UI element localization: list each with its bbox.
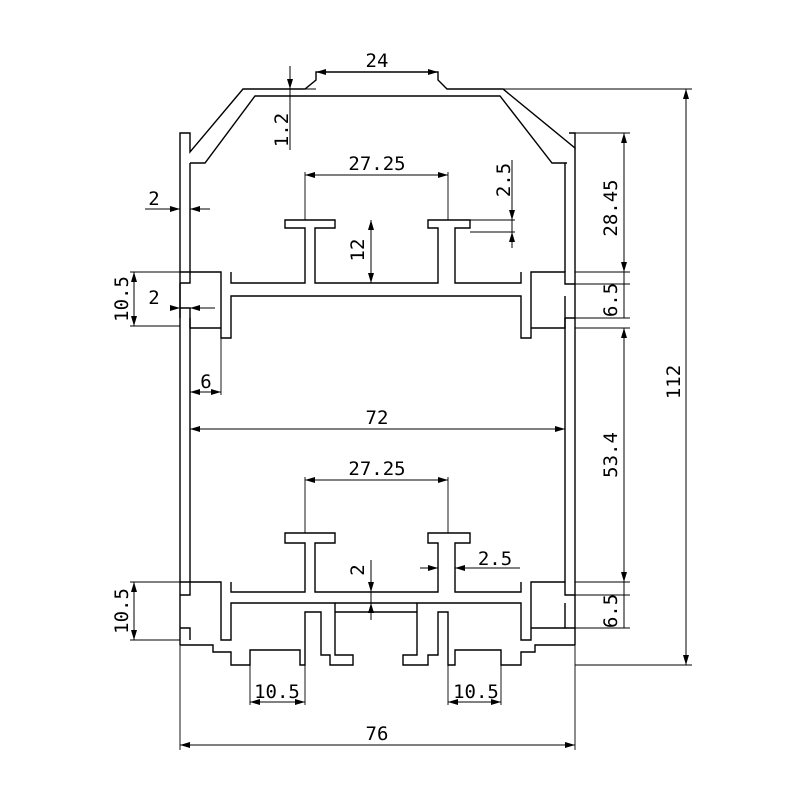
- left-upper-groove-lip-top: [180, 272, 191, 284]
- dim-top-notch-width: 24: [366, 50, 389, 72]
- dimension-lines: [130, 66, 692, 750]
- dim-left-lower-groove-height: 10.5: [111, 588, 133, 634]
- dim-inner-wall-offset: 6: [200, 371, 211, 393]
- dim-upper-t-slot-depth: 12: [347, 239, 369, 262]
- dim-overall-height: 112: [663, 365, 685, 399]
- dim-middle-chamber-height: 53.4: [600, 432, 622, 478]
- left-upper-groove: [180, 271, 575, 339]
- dim-side-wall-thickness: 2: [148, 188, 159, 210]
- profile-outline: [179, 71, 576, 666]
- dim-bottom-right-slot-width: 10.5: [453, 681, 499, 703]
- right-lower-groove: [564, 603, 575, 629]
- dim-right-upper-groove-height: 6.5: [600, 283, 622, 317]
- dim-floor-thickness: 2: [347, 564, 369, 575]
- left-lower-groove-lip-top: [180, 582, 191, 596]
- dim-inner-width: 72: [366, 407, 389, 429]
- mid-left-inner-step: [189, 318, 221, 329]
- mid-right-inner-step: [531, 318, 566, 329]
- bottom-base-right: [402, 603, 575, 666]
- lower-groove-band: [180, 581, 575, 641]
- dim-top-notch-depth: 1.2: [271, 113, 293, 147]
- dim-right-lower-groove-height: 6.5: [600, 594, 622, 628]
- roof-inner-edge: [190, 95, 567, 164]
- left-upper-groove-lip-bot: [180, 307, 191, 318]
- dim-left-upper-groove-wall: 2: [148, 287, 159, 309]
- dim-overall-width: 76: [366, 723, 389, 745]
- dimension-labels: 24 1.2 27.25 2.5 12 2 28.45 10.5 2 6.5 1…: [111, 50, 685, 745]
- upper-chamber-floor: [230, 219, 522, 284]
- bottom-base: [180, 603, 354, 666]
- dim-upper-t-slot-spacing: 27.25: [348, 153, 405, 175]
- dim-left-upper-groove-height: 10.5: [111, 276, 133, 322]
- roof-outer-edge: [179, 71, 576, 154]
- left-lower-groove-lip-bot: [180, 627, 191, 640]
- dim-lower-t-slot-spacing: 27.25: [348, 458, 405, 480]
- dim-lower-t-slot-lip: 2.5: [478, 548, 512, 570]
- dim-bottom-left-slot-width: 10.5: [254, 681, 300, 703]
- lower-chamber-floor: [230, 532, 522, 593]
- dim-upper-t-slot-lip: 2.5: [493, 163, 515, 197]
- dim-upper-chamber-height: 28.45: [600, 179, 622, 236]
- right-upper-groove: [564, 296, 575, 319]
